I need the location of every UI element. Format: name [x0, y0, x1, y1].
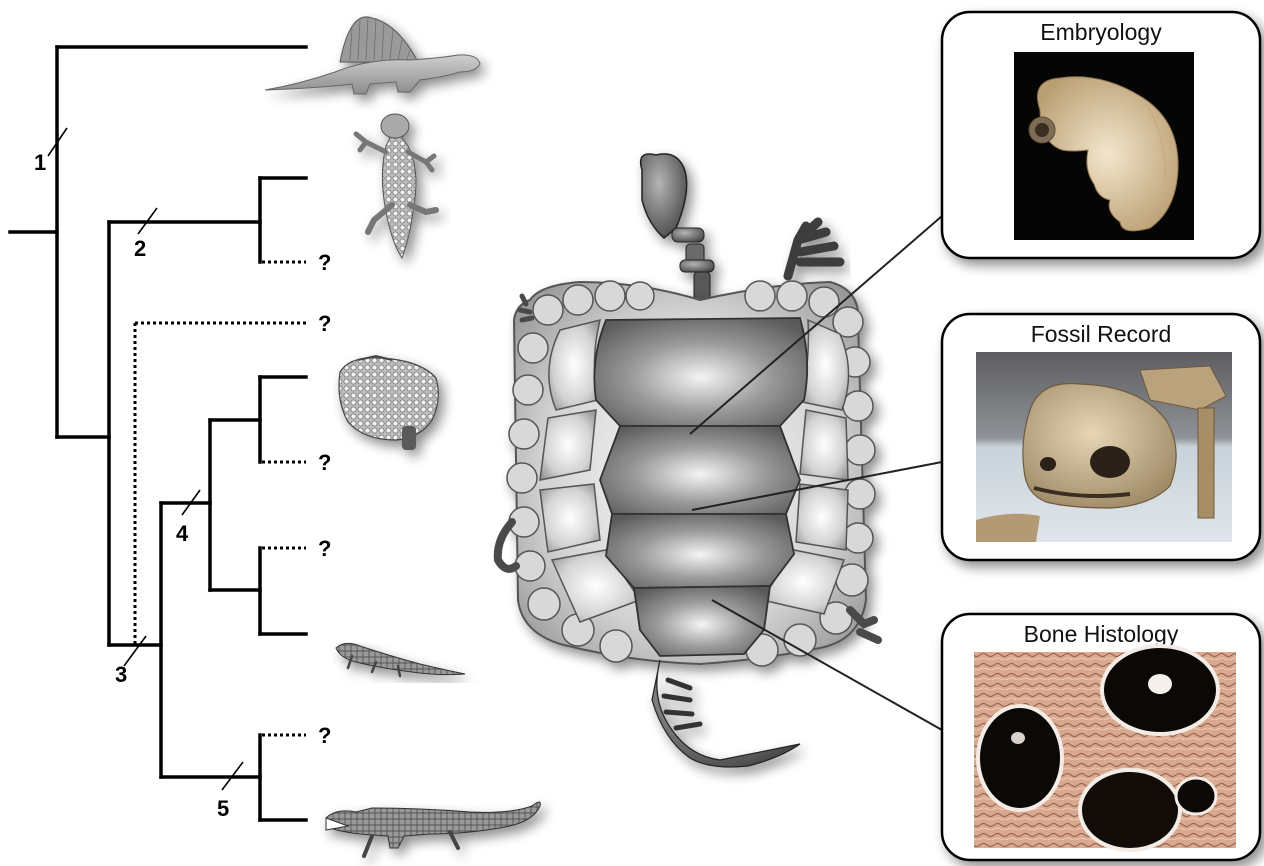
- turtle-illustration: [498, 154, 942, 767]
- node-label-2: 2: [134, 236, 146, 261]
- node-label-4: 4: [176, 521, 189, 546]
- node-ticks: [48, 128, 243, 790]
- unknown-markers: ? ? ? ? ?: [318, 250, 331, 748]
- unknown-marker: ?: [318, 250, 331, 275]
- panel-bone-histology: Bone Histology: [942, 614, 1260, 860]
- node-label-3: 3: [115, 662, 127, 687]
- unknown-marker: ?: [318, 536, 331, 561]
- panel-fossil-record: Fossil Record: [942, 314, 1260, 560]
- panel-embryology: Embryology: [942, 12, 1260, 258]
- tick-3: [124, 636, 146, 666]
- vertebral-scute-2: [600, 426, 800, 514]
- vertebral-scute-1: [594, 318, 807, 426]
- histology-canal: [1080, 770, 1180, 850]
- node-labels: 1 2 3 4 5: [34, 150, 229, 821]
- histology-canal: [978, 706, 1062, 810]
- pareiasaur-illustration: [339, 356, 438, 450]
- lizard-illustration: [336, 643, 465, 676]
- unknown-marker: ?: [318, 311, 331, 336]
- turtle-neck-skull: [641, 154, 714, 302]
- panel-fossil-record-title: Fossil Record: [1031, 321, 1172, 347]
- turtle-carapace: [507, 281, 875, 666]
- vertebral-scute-3: [606, 514, 794, 588]
- panel-bone-histology-title: Bone Histology: [1024, 621, 1179, 647]
- node-label-1: 1: [34, 150, 46, 175]
- cladogram: [10, 47, 306, 820]
- histology-canal: [1176, 778, 1216, 814]
- turtle-forelimb-right: [788, 222, 840, 276]
- crocodile-illustration: [326, 802, 540, 856]
- dimetrodon-illustration: [265, 17, 480, 94]
- unknown-marker: ?: [318, 723, 331, 748]
- turtle-tail-hindlimb: [652, 660, 800, 767]
- node-label-5: 5: [217, 796, 229, 821]
- placodont-illustration: [356, 114, 436, 258]
- unknown-marker: ?: [318, 450, 331, 475]
- panel-embryology-title: Embryology: [1040, 19, 1162, 45]
